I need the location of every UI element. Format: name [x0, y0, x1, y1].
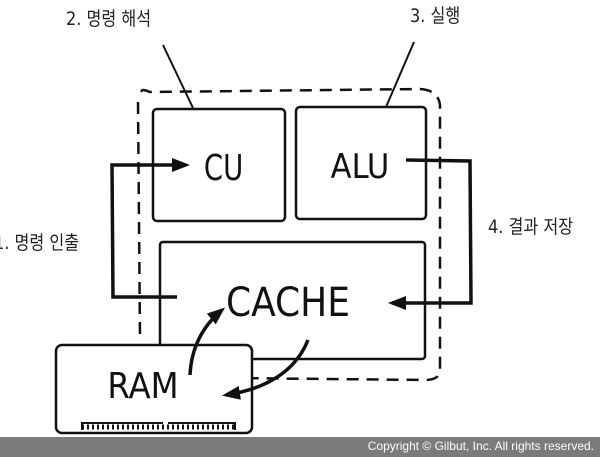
- copyright-footer: Copyright © Gilbut, Inc. All rights rese…: [0, 437, 600, 457]
- step-execute-label: 3. 실행: [410, 5, 461, 27]
- cu-label: CU: [204, 147, 243, 189]
- fetch-arrow: [110, 158, 190, 299]
- ram-to-cache-arrow: [188, 307, 226, 376]
- step-decode-label: 2. 명령 해석: [66, 8, 152, 30]
- cache-label: CACHE: [226, 280, 350, 326]
- store-arrow: [388, 158, 473, 310]
- alu-box: [294, 105, 428, 221]
- step-store-label: 4. 결과 저장: [488, 216, 574, 238]
- copyright-text: Copyright © Gilbut, Inc. All rights rese…: [367, 439, 594, 453]
- decode-leader-line: [162, 44, 194, 109]
- step-fetch-label: 1. 명령 인출: [0, 232, 80, 254]
- execute-leader-line: [385, 41, 415, 108]
- alu-label: ALU: [331, 147, 390, 187]
- ram-label: RAM: [107, 366, 178, 407]
- cpu-boundary: [140, 87, 442, 382]
- cpu-boundary-left: [136, 101, 142, 341]
- cache-box: [158, 240, 427, 361]
- cache-to-ram-arrow: [222, 339, 310, 400]
